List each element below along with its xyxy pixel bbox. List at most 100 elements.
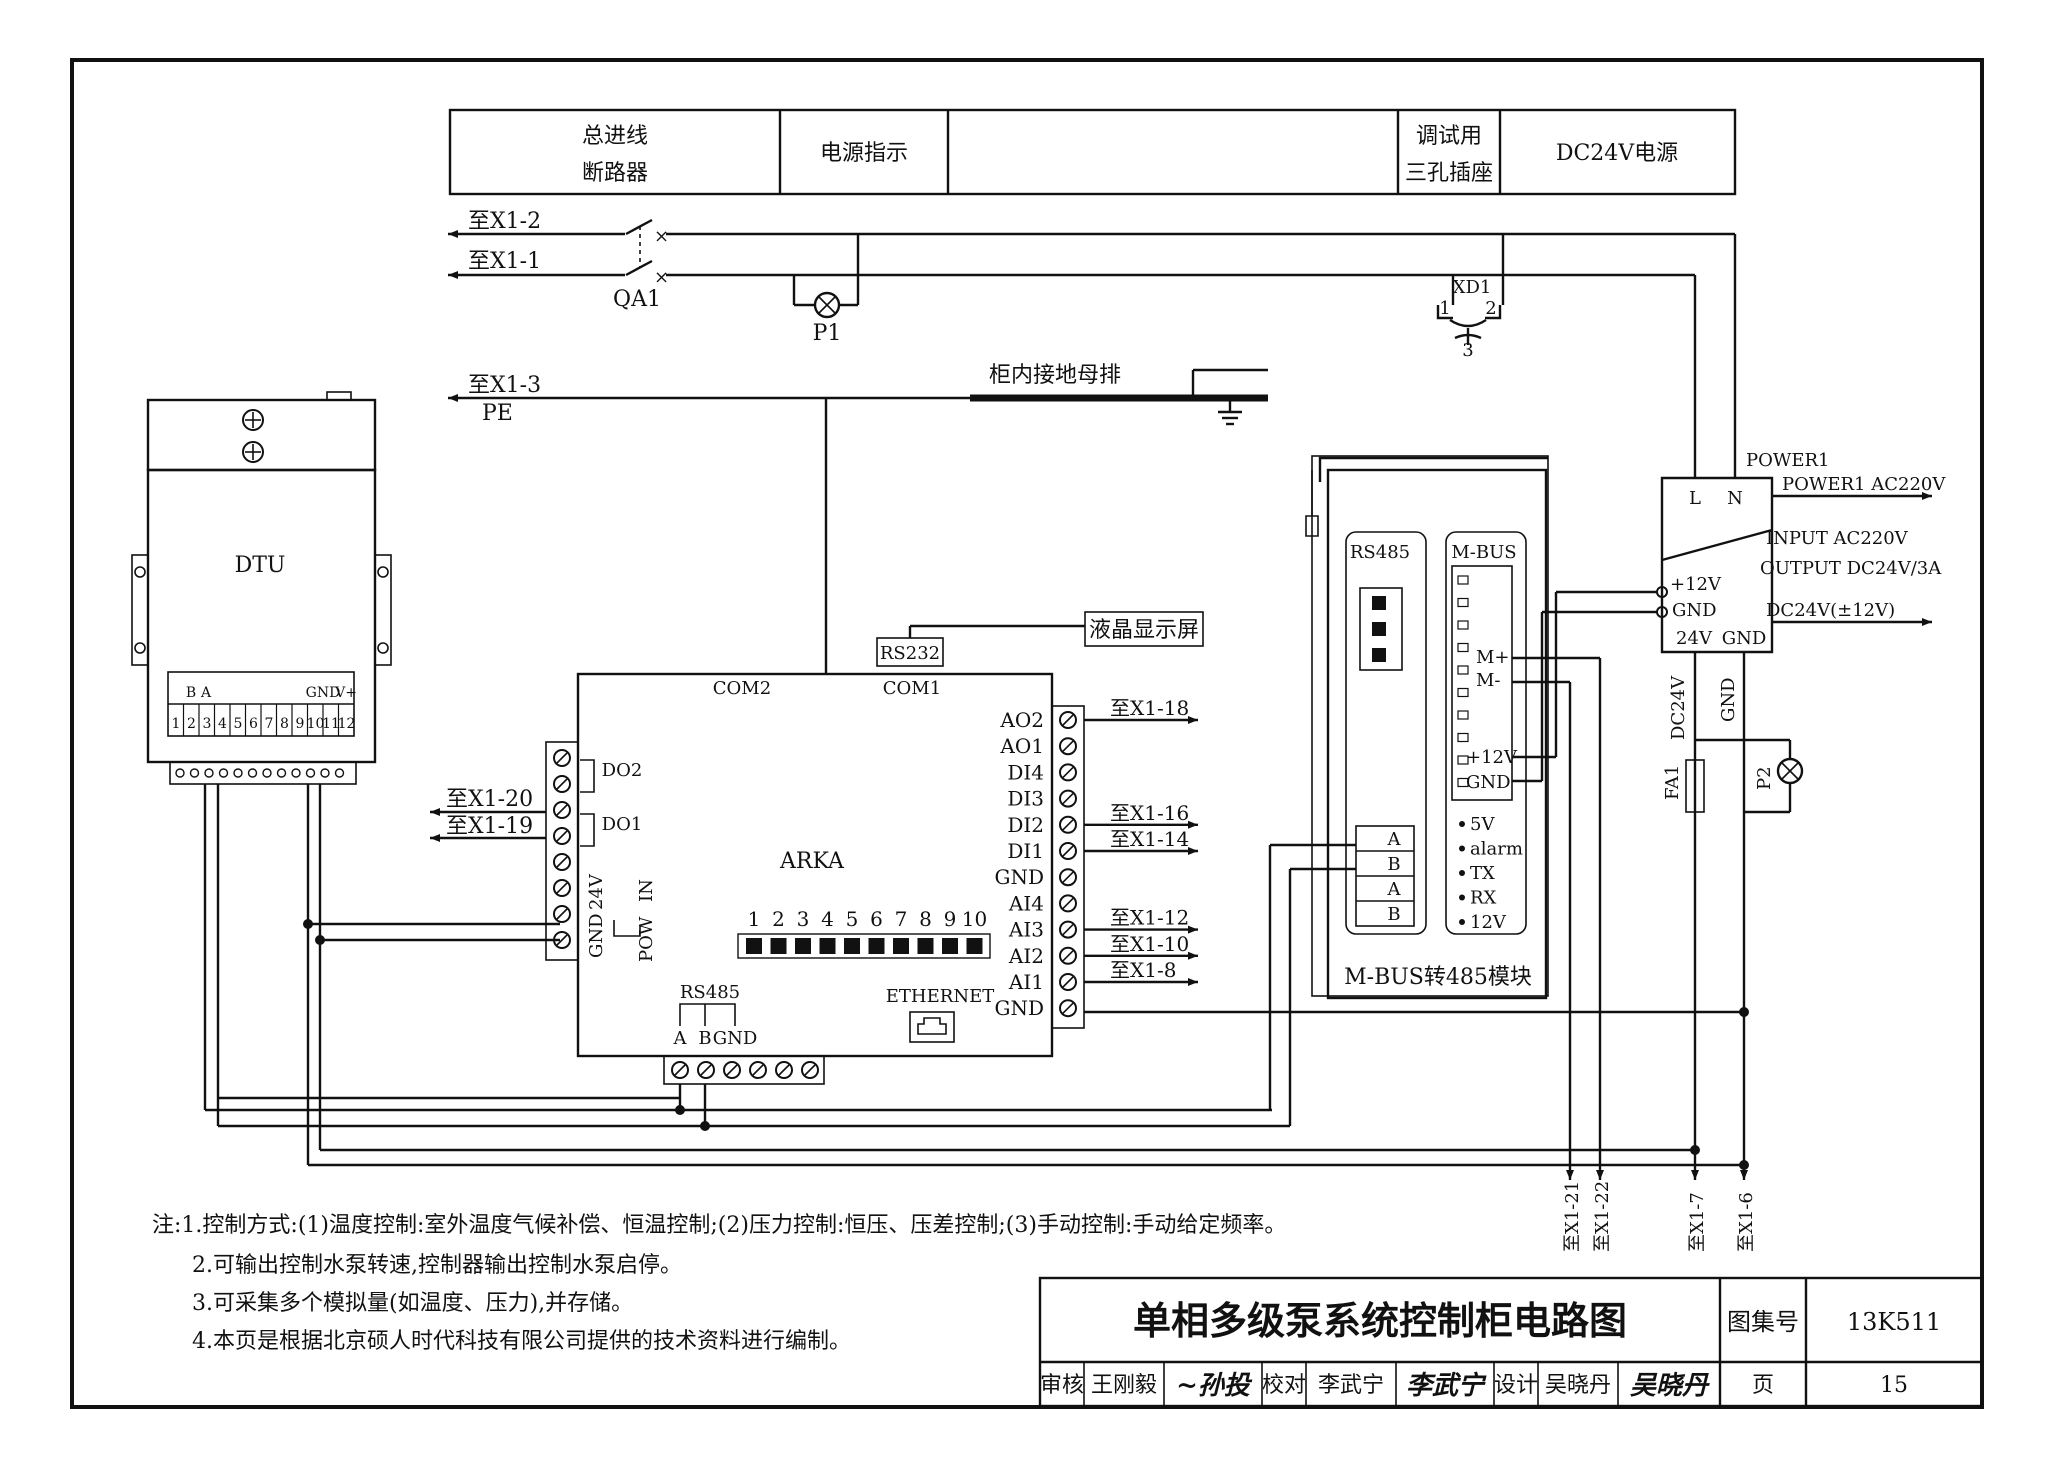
svg-text:COM2: COM2	[713, 678, 771, 699]
svg-text:页: 页	[1752, 1373, 1774, 1398]
wire-arrow	[1188, 820, 1198, 829]
wire-x1-3-label: 至X1-3	[468, 373, 541, 398]
header-power-indicator: 电源指示	[820, 141, 908, 166]
dtu-terminal-number: 9	[296, 716, 305, 732]
dtu-strip-screw	[247, 768, 258, 778]
svg-text:DC24V(±12V): DC24V(±12V)	[1766, 600, 1895, 621]
dtu-strip-screw	[204, 768, 214, 778]
note-3: 3.可采集多个模拟量(如温度、压力),并存储。	[192, 1291, 633, 1316]
arka-io-terminal	[1059, 973, 1077, 991]
wire-x1-1-label: 至X1-1	[468, 249, 541, 274]
arka-left-terminal	[553, 931, 571, 949]
svg-text:P2: P2	[1754, 766, 1775, 790]
arka-output-wire-label: 至X1-16	[1110, 801, 1189, 825]
arka-io-label: GND	[994, 865, 1044, 889]
dtu-strip-screw	[175, 768, 185, 778]
status-led-label: 12V	[1470, 912, 1507, 933]
svg-text:吴晓丹: 吴晓丹	[1545, 1373, 1611, 1398]
dtu-terminal-number: 7	[265, 716, 274, 732]
arka-io-terminal	[1059, 842, 1077, 860]
svg-text:DC24V: DC24V	[1668, 675, 1689, 740]
arka-io-label: AI1	[1008, 970, 1044, 994]
arka-io-label: GND	[994, 996, 1044, 1020]
svg-text:N: N	[1727, 488, 1743, 509]
arka-output-wire-label: 至X1-18	[1110, 696, 1189, 720]
arka-io-terminal	[1059, 789, 1077, 808]
arka-left-terminal	[553, 801, 571, 819]
svg-text:15: 15	[1880, 1373, 1908, 1398]
arka-left-terminal	[553, 749, 571, 767]
svg-text:图集号: 图集号	[1727, 1308, 1799, 1336]
svg-text:A: A	[1387, 879, 1402, 900]
svg-text:2: 2	[1485, 298, 1496, 319]
arka-rs485-terminal	[749, 1061, 767, 1079]
wire-arrow	[1188, 951, 1198, 960]
svg-text:24V: 24V	[586, 873, 607, 910]
dip-switch-number: 5	[846, 907, 859, 931]
dip-switch	[770, 938, 787, 954]
svg-text:GND: GND	[1718, 677, 1739, 722]
mbus-terminal-slot	[1457, 665, 1469, 675]
svg-text:POWER1 AC220V: POWER1 AC220V	[1782, 474, 1946, 495]
svg-text:3: 3	[1462, 340, 1473, 361]
drawing-frame	[70, 58, 1984, 1409]
arka-rs485-terminal	[697, 1061, 715, 1079]
wire-x1-6-label: 至X1-6	[1736, 1192, 1757, 1252]
status-led	[1459, 870, 1465, 876]
wire-x1-21-label: 至X1-21	[1562, 1181, 1583, 1252]
svg-text:GND: GND	[1672, 600, 1717, 621]
svg-text:B: B	[1387, 854, 1400, 875]
dip-switch-number: 4	[821, 907, 834, 931]
dip-switch	[819, 938, 836, 954]
dip-switch	[795, 938, 811, 954]
svg-text:GND: GND	[1466, 772, 1511, 793]
svg-text:B: B	[186, 685, 196, 701]
arka-io-terminal	[1059, 711, 1077, 729]
wire-x1-2-label: 至X1-2	[468, 209, 541, 234]
notes: 注:1.控制方式:(1)温度控制:室外温度气候补偿、恒温控制;(2)压力控制:恒…	[152, 1213, 1286, 1354]
svg-text:M+: M+	[1476, 647, 1510, 668]
dip-switch	[893, 938, 909, 954]
dip-switch-number: 9	[944, 907, 957, 931]
svg-text:RS485: RS485	[680, 982, 740, 1003]
svg-text:L: L	[1689, 488, 1701, 509]
drawing-title: 单相多级泵系统控制柜电路图	[1133, 1298, 1627, 1343]
arka-io-label: AO2	[999, 708, 1044, 732]
wire-arrow	[1188, 716, 1198, 724]
arka-title: ARKA	[779, 849, 845, 874]
arka-output-wire-label: 至X1-10	[1110, 932, 1189, 956]
svg-text:13K511: 13K511	[1847, 1308, 1941, 1336]
arka-io-terminal	[1059, 815, 1077, 834]
svg-text:DO2: DO2	[602, 760, 643, 781]
header-breaker-line1: 总进线	[582, 124, 648, 149]
arka-rs485-terminal	[801, 1061, 819, 1079]
dtu-terminal-number: 2	[187, 716, 196, 732]
dtu-terminal-number: 5	[234, 716, 243, 732]
arka-io-terminal	[1059, 737, 1077, 756]
status-led-label: TX	[1470, 863, 1495, 884]
arka-output-wire-label: 至X1-12	[1110, 906, 1189, 930]
status-led-label: RX	[1470, 888, 1497, 909]
wire-arrow	[1188, 925, 1198, 934]
dtu-strip-screw	[233, 768, 243, 778]
note-4: 4.本页是根据北京硕人时代科技有限公司提供的技术资料进行编制。	[192, 1329, 851, 1354]
status-led	[1459, 894, 1465, 901]
svg-text:V+: V+	[334, 685, 357, 701]
dtu-terminal-number: 11	[322, 716, 340, 732]
mbus-terminal-slot	[1457, 755, 1469, 765]
svg-text:COM1: COM1	[883, 678, 941, 699]
arka-left-terminal	[553, 827, 571, 845]
dtu-terminal-number: 3	[203, 716, 212, 732]
svg-text:吴晓丹: 吴晓丹	[1630, 1371, 1710, 1401]
dip-switch	[966, 938, 983, 954]
arka-io-terminal	[1059, 946, 1077, 965]
dip-switch-number: 3	[797, 907, 810, 931]
dip-switch	[746, 938, 762, 954]
dip-switch-bank	[737, 933, 991, 959]
wire-pe-label: PE	[482, 401, 513, 426]
mbus-terminal-slot	[1457, 687, 1469, 698]
arka-io-terminal	[1059, 894, 1077, 913]
mbus-terminal-slot	[1457, 732, 1469, 743]
svg-text:王刚毅: 王刚毅	[1091, 1373, 1157, 1398]
